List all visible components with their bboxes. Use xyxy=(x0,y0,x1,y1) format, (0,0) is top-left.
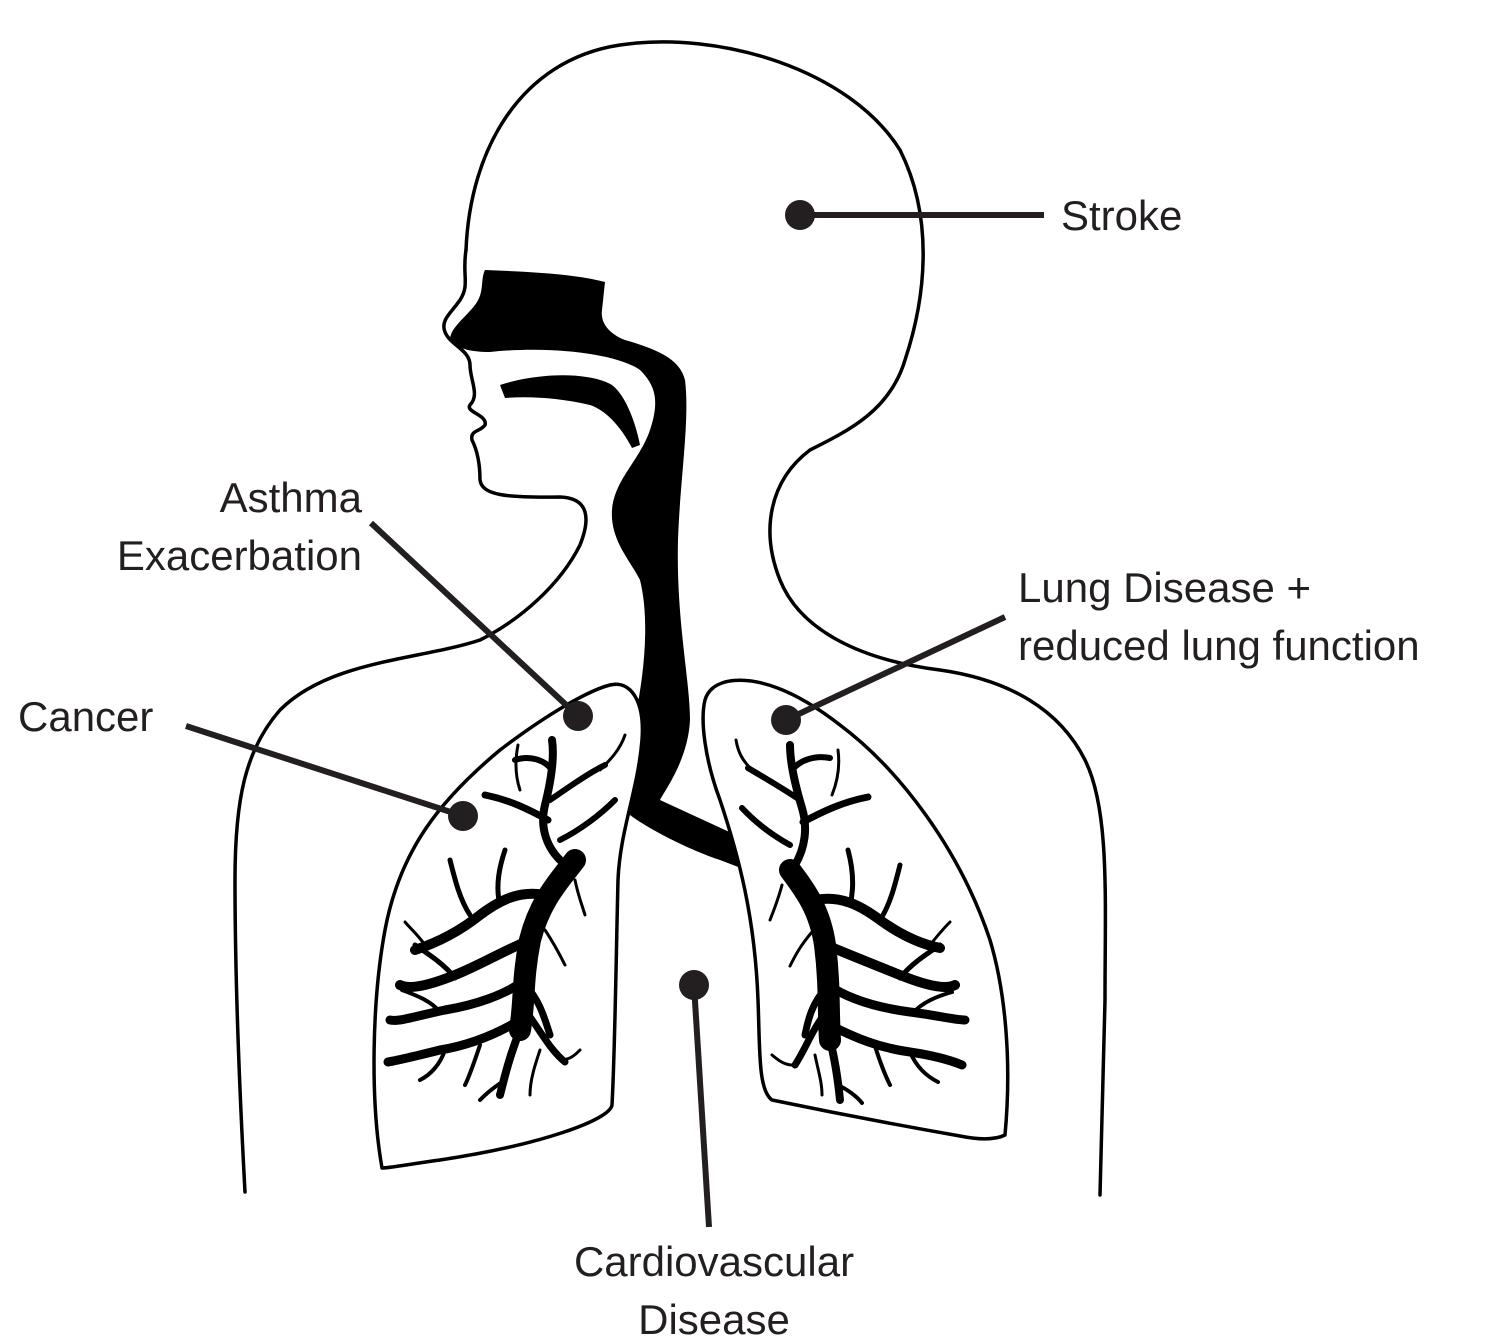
lung-disease-label-line2: reduced lung function xyxy=(1018,622,1420,669)
left-lung xyxy=(374,684,642,1168)
cancer-leader-line xyxy=(186,726,463,816)
lung-disease-leader-line xyxy=(786,617,1005,720)
asthma-label-line2: Exacerbation xyxy=(117,532,362,579)
cardiovascular-label-line2: Disease xyxy=(638,1296,790,1340)
cardiovascular-label-line1: Cardiovascular xyxy=(574,1238,854,1285)
asthma-leader-line xyxy=(371,523,578,716)
lung-disease-label-line1: Lung Disease + xyxy=(1018,564,1311,611)
oral-passage xyxy=(500,375,640,448)
cancer-label: Cancer xyxy=(18,693,153,740)
asthma-marker-dot xyxy=(563,701,593,731)
stroke-label: Stroke xyxy=(1061,192,1182,239)
asthma-label-line1: Asthma xyxy=(220,474,363,521)
cardiovascular-marker-dot xyxy=(679,970,709,1000)
cardiovascular-leader-line xyxy=(694,985,709,1227)
cancer-marker-dot xyxy=(448,801,478,831)
stroke-marker-dot xyxy=(785,200,815,230)
lung-disease-marker-dot xyxy=(771,705,801,735)
